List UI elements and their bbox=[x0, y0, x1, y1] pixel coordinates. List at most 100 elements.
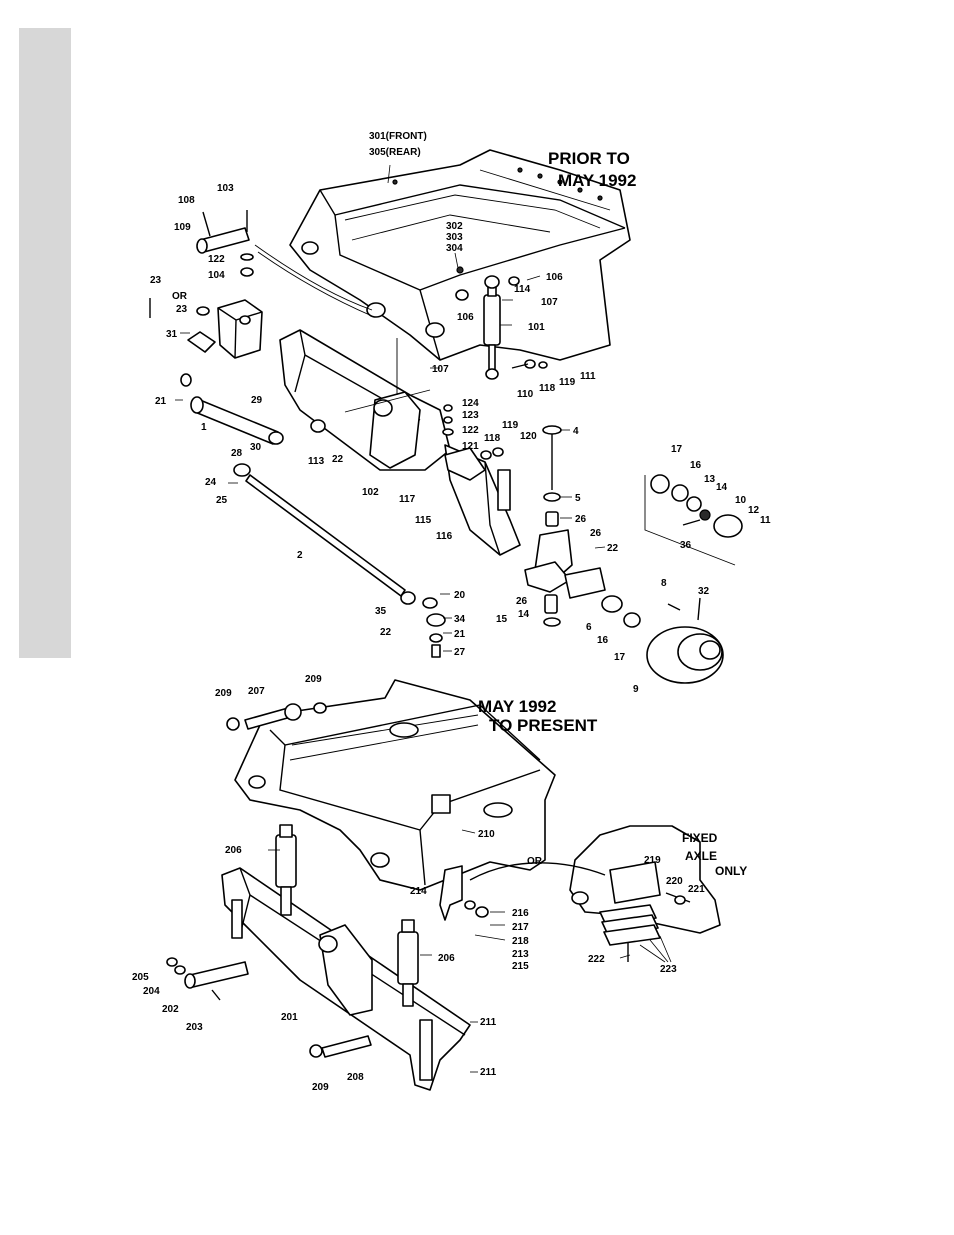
pin-202 bbox=[166, 957, 249, 1001]
callout-301: 301(FRONT) bbox=[369, 131, 427, 142]
cylinder-101 bbox=[483, 275, 501, 380]
heading-present-line2: TO PRESENT bbox=[489, 716, 598, 735]
callout-206-a: 206 bbox=[225, 845, 242, 856]
leader-lines-upper bbox=[175, 164, 606, 652]
leader-lines-lower bbox=[268, 829, 672, 1073]
callout-107-b: 107 bbox=[541, 297, 558, 308]
fixed-axle-line1: FIXED bbox=[682, 831, 718, 845]
or-arrow bbox=[469, 862, 606, 881]
callout-220: 220 bbox=[666, 876, 683, 887]
callout-102: 102 bbox=[362, 487, 379, 498]
callout-122-a: 122 bbox=[208, 254, 225, 265]
callout-120: 120 bbox=[520, 431, 537, 442]
cylinder-206-left bbox=[275, 824, 297, 916]
callout-11: 11 bbox=[760, 515, 771, 526]
callout-26-c: 26 bbox=[516, 596, 528, 607]
callout-211-b: 211 bbox=[480, 1067, 497, 1078]
callout-23-b: 23 bbox=[176, 304, 188, 315]
callout-202: 202 bbox=[162, 1004, 179, 1015]
callout-24: 24 bbox=[205, 477, 217, 488]
callout-28: 28 bbox=[231, 448, 243, 459]
callout-6: 6 bbox=[586, 622, 592, 633]
callout-26-b: 26 bbox=[590, 528, 602, 539]
heading-present-line1: MAY 1992 bbox=[478, 697, 556, 716]
callout-113: 113 bbox=[308, 456, 325, 467]
callout-14-a: 14 bbox=[716, 482, 728, 493]
fixed-axle-line2: AXLE bbox=[685, 849, 717, 863]
callout-118-a: 118 bbox=[539, 383, 556, 394]
callout-209-a: 209 bbox=[215, 688, 232, 699]
callout-22-b: 22 bbox=[607, 543, 619, 554]
callout-119-b: 119 bbox=[502, 420, 519, 431]
spindle-knuckle-26 bbox=[524, 425, 606, 627]
steering-cylinder-1 bbox=[180, 373, 326, 445]
callout-218: 218 bbox=[512, 936, 529, 947]
bracket-214 bbox=[439, 865, 489, 921]
callout-16-b: 16 bbox=[597, 635, 609, 646]
callout-14-b: 14 bbox=[518, 609, 530, 620]
small-hardware-upper bbox=[344, 276, 548, 658]
or-label-top: OR bbox=[172, 291, 188, 302]
callout-209-b: 209 bbox=[305, 674, 322, 685]
or-label-bottom: OR bbox=[527, 856, 543, 867]
callout-15: 15 bbox=[496, 614, 508, 625]
callout-9: 9 bbox=[633, 684, 639, 695]
callout-222: 222 bbox=[588, 954, 605, 965]
callout-115: 115 bbox=[415, 515, 432, 526]
callout-119-a: 119 bbox=[559, 377, 576, 388]
callout-20: 20 bbox=[454, 590, 466, 601]
lower-frame bbox=[234, 679, 556, 891]
callout-305: 305(REAR) bbox=[369, 147, 421, 158]
callout-21-b: 21 bbox=[454, 629, 466, 640]
callout-4: 4 bbox=[573, 426, 579, 437]
callout-106-a: 106 bbox=[546, 272, 563, 283]
callout-10: 10 bbox=[735, 495, 747, 506]
fixed-axle-inset bbox=[569, 825, 721, 962]
heading-prior-line1: PRIOR TO bbox=[548, 149, 630, 168]
page-side-strip bbox=[19, 28, 71, 658]
callout-201: 201 bbox=[281, 1012, 298, 1023]
callout-124: 124 bbox=[462, 398, 479, 409]
fixed-axle-line3: ONLY bbox=[715, 864, 747, 878]
callout-117: 117 bbox=[399, 494, 416, 505]
wheel-hub-9 bbox=[601, 595, 724, 684]
callout-22-c: 22 bbox=[380, 627, 392, 638]
pin-109 bbox=[196, 210, 254, 277]
callout-209-c: 209 bbox=[312, 1082, 329, 1093]
callout-210: 210 bbox=[478, 829, 495, 840]
callout-303: 303 bbox=[446, 232, 463, 243]
callout-104: 104 bbox=[208, 270, 225, 281]
tie-rod-2 bbox=[233, 463, 416, 605]
callout-16-a: 16 bbox=[690, 460, 702, 471]
callout-23-a: 23 bbox=[150, 275, 162, 286]
callout-114: 114 bbox=[514, 284, 531, 295]
callout-206-b: 206 bbox=[438, 953, 455, 964]
bearing-kit bbox=[644, 474, 743, 566]
callout-204: 204 bbox=[143, 986, 160, 997]
callout-107-a: 107 bbox=[432, 364, 449, 375]
callout-27: 27 bbox=[454, 647, 466, 658]
callout-110: 110 bbox=[517, 389, 534, 400]
callouts-upper: 301(FRONT) 305(REAR) 302 303 304 103 108… bbox=[150, 131, 771, 695]
callout-216: 216 bbox=[512, 908, 529, 919]
callout-118-b: 118 bbox=[484, 433, 501, 444]
callout-302: 302 bbox=[446, 221, 463, 232]
callout-221: 221 bbox=[688, 884, 705, 895]
callout-217: 217 bbox=[512, 922, 529, 933]
callout-1: 1 bbox=[201, 422, 207, 433]
callout-116: 116 bbox=[436, 531, 453, 542]
bracket-31 bbox=[149, 298, 263, 359]
callout-123: 123 bbox=[462, 410, 479, 421]
callout-223: 223 bbox=[660, 964, 677, 975]
callout-17-a: 17 bbox=[671, 444, 683, 455]
callout-2: 2 bbox=[297, 550, 303, 561]
upper-assembly bbox=[149, 149, 743, 684]
callout-13: 13 bbox=[704, 474, 716, 485]
callout-35: 35 bbox=[375, 606, 387, 617]
callout-121: 121 bbox=[462, 441, 479, 452]
callout-211-a: 211 bbox=[480, 1017, 497, 1028]
callout-215: 215 bbox=[512, 961, 529, 972]
callout-203: 203 bbox=[186, 1022, 203, 1033]
